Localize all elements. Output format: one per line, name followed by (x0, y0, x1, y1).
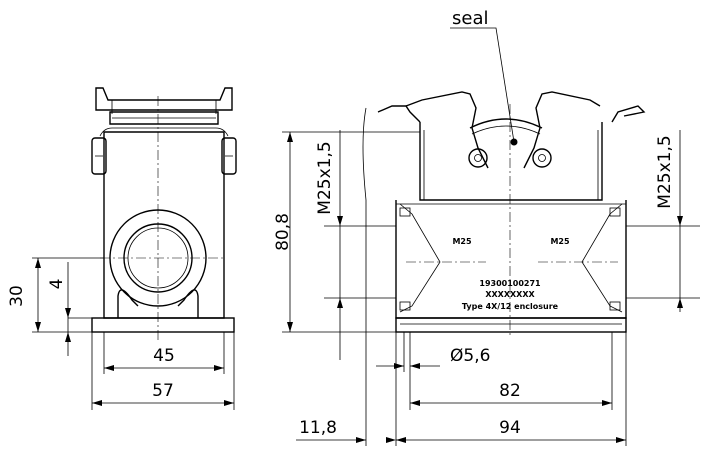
seal-label: seal (452, 8, 488, 29)
marking-m25-right: M25 (550, 237, 570, 246)
side-view: 30 4 45 57 (7, 87, 237, 410)
dim-11-8-label: 11,8 (299, 418, 337, 438)
dim-80-8-label: 80,8 (273, 213, 293, 251)
enclosure-type-text: Type 4X/12 enclosure (462, 302, 559, 311)
part-number-text: 19300100271 (479, 279, 541, 288)
dim-94-label: 94 (499, 418, 521, 438)
dim-30-label: 30 (7, 285, 27, 307)
dim-45-label: 45 (153, 346, 175, 366)
dim-4-label: 4 (47, 279, 67, 290)
dim-hole-label: Ø5,6 (450, 346, 490, 366)
thread-front-label: M25x1,5 (315, 141, 335, 214)
dim-82-label: 82 (499, 381, 521, 401)
front-view: M25 M25 19300100271 XXXXXXXX Type 4X/12 … (273, 8, 700, 446)
serial-text: XXXXXXXX (485, 290, 535, 299)
thread-side-label: M25x1,5 (655, 135, 675, 208)
dim-57-label: 57 (152, 381, 174, 401)
marking-m25-left: M25 (452, 237, 472, 246)
